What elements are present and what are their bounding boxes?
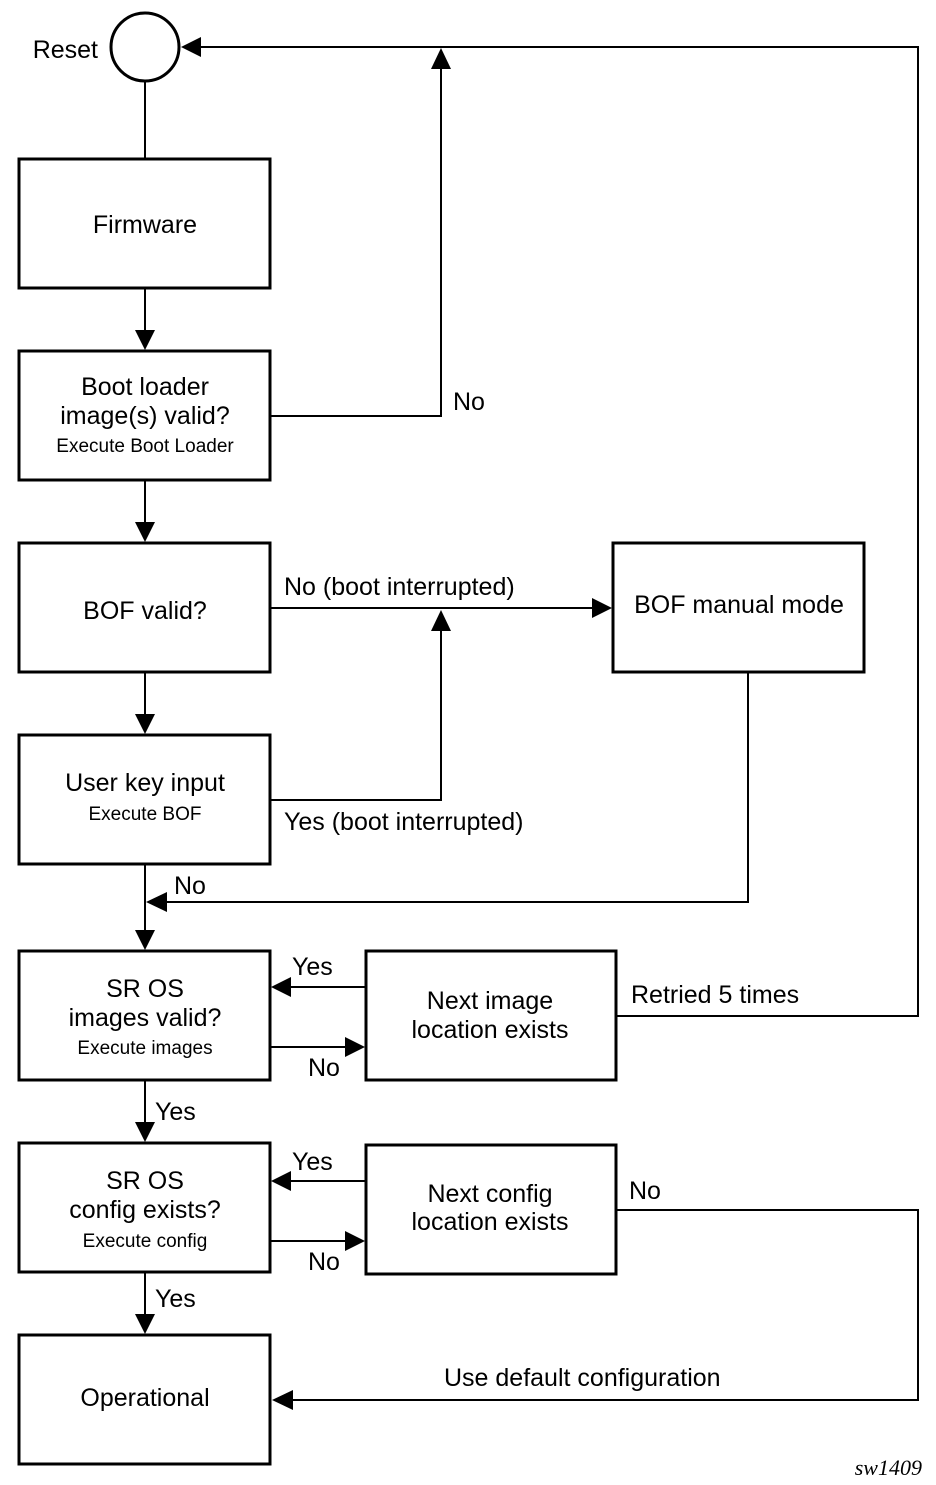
- label-config-no: No: [308, 1248, 340, 1276]
- arrowhead-bof: [135, 522, 155, 542]
- userkey-title: User key input: [65, 769, 225, 797]
- node-sr-os-config: SR OS config exists? Execute config: [17, 1141, 272, 1274]
- nextimage-line2: location exists: [411, 1016, 568, 1044]
- operational-title: Operational: [80, 1384, 209, 1412]
- label-default-config: Use default configuration: [444, 1364, 721, 1392]
- label-bof-no: No (boot interrupted): [284, 573, 515, 601]
- label-userkey-yes: Yes (boot interrupted): [284, 808, 524, 836]
- label-images-yes-back: Yes: [292, 953, 333, 981]
- arrowhead-srimages-no: [345, 1037, 365, 1057]
- firmware-title: Firmware: [93, 211, 197, 239]
- bootloader-line2: image(s) valid?: [60, 402, 230, 430]
- arrowhead-operational: [135, 1314, 155, 1334]
- nextconfig-line1: Next config: [427, 1180, 552, 1208]
- bof-title: BOF valid?: [83, 597, 207, 625]
- nextimage-line1: Next image: [427, 987, 553, 1015]
- node-bof-valid: BOF valid?: [17, 541, 272, 674]
- node-bof-manual-mode: BOF manual mode: [611, 541, 866, 674]
- label-bootloader-no: No: [453, 388, 485, 416]
- bootloader-line1: Boot loader: [81, 373, 209, 401]
- arrowhead-nextimage-yes: [271, 977, 291, 997]
- label-images-yes: Yes: [155, 1098, 196, 1126]
- arrowhead-srconfig-no: [345, 1231, 365, 1251]
- edge-bofmanual-return: [166, 673, 749, 903]
- edge-labels: No No (boot interrupted) Yes (boot inter…: [155, 388, 799, 1392]
- label-nextconfig-no: No: [629, 1177, 661, 1205]
- label-retried: Retried 5 times: [631, 981, 799, 1009]
- node-next-image-location: Next image location exists: [364, 949, 618, 1082]
- label-userkey-no: No: [174, 872, 206, 900]
- arrowhead-bootloader-no: [431, 48, 451, 69]
- edge-bootloader-no: [271, 68, 442, 417]
- arrowhead-userkey: [135, 714, 155, 734]
- label-images-no: No: [308, 1054, 340, 1082]
- bootloader-sub: Execute Boot Loader: [56, 436, 234, 457]
- node-operational: Operational: [17, 1333, 272, 1466]
- arrowhead-bofmanual: [592, 598, 612, 618]
- srimages-line1: SR OS: [106, 975, 184, 1003]
- node-sr-os-images: SR OS images valid? Execute images: [17, 949, 272, 1082]
- arrowhead-nextconfig-yes: [271, 1171, 291, 1191]
- node-bootloader: Boot loader image(s) valid? Execute Boot…: [17, 349, 272, 482]
- arrowhead-reset: [181, 37, 201, 57]
- figure-id: sw1409: [855, 1455, 922, 1480]
- edge-retry-reset: [200, 46, 919, 1017]
- arrowhead-default-config: [272, 1390, 293, 1410]
- srimages-sub: Execute images: [77, 1038, 212, 1059]
- arrowhead-srimages: [135, 930, 155, 950]
- node-user-key-input: User key input Execute BOF: [17, 733, 272, 866]
- reset-label: Reset: [33, 36, 98, 64]
- node-firmware: Firmware: [17, 157, 272, 290]
- node-next-config-location: Next config location exists: [364, 1143, 618, 1276]
- srimages-line2: images valid?: [69, 1004, 222, 1032]
- nextconfig-line2: location exists: [411, 1208, 568, 1236]
- srconfig-line1: SR OS: [106, 1167, 184, 1195]
- arrowhead-bofmanual-return: [146, 892, 167, 912]
- arrowhead-bootloader: [135, 330, 155, 350]
- srconfig-line2: config exists?: [69, 1196, 220, 1224]
- arrowhead-srconfig: [135, 1122, 155, 1142]
- userkey-sub: Execute BOF: [89, 804, 202, 825]
- connectors: [144, 46, 919, 1401]
- srconfig-sub: Execute config: [83, 1231, 208, 1252]
- label-config-yes-back: Yes: [292, 1148, 333, 1176]
- reset-node: [109, 11, 181, 83]
- edge-userkey-yes: [271, 630, 442, 801]
- edge-nextconfig-no: [292, 1209, 919, 1401]
- bofmanual-title: BOF manual mode: [634, 591, 844, 619]
- label-config-yes: Yes: [155, 1285, 196, 1313]
- arrowhead-userkey-yes: [431, 610, 451, 631]
- arrowheads: [135, 37, 612, 1410]
